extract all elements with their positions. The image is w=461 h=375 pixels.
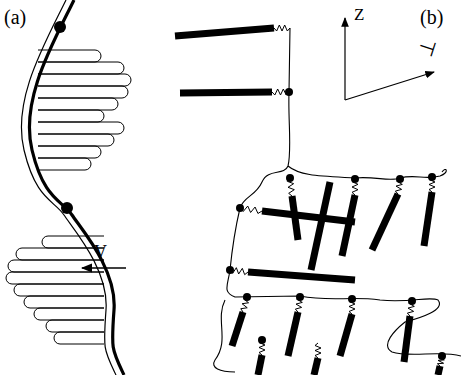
rod bbox=[404, 316, 410, 362]
anchor-dot bbox=[236, 204, 244, 212]
rod bbox=[372, 194, 398, 250]
rod-springs bbox=[175, 25, 446, 375]
rod bbox=[340, 314, 352, 356]
anchor-dot bbox=[396, 175, 404, 183]
anchor-dot bbox=[408, 297, 416, 305]
panel-label: (a) bbox=[4, 7, 26, 27]
rod bbox=[248, 272, 355, 280]
velocity-arrow bbox=[82, 267, 126, 268]
anchor-dot bbox=[428, 173, 436, 181]
rod bbox=[438, 366, 440, 375]
rod bbox=[232, 312, 243, 346]
rod bbox=[424, 192, 432, 246]
rod bbox=[288, 312, 298, 356]
anchor-dot bbox=[296, 293, 304, 301]
anchor-dot bbox=[226, 266, 234, 274]
rod bbox=[311, 182, 330, 270]
anchor-dot bbox=[286, 174, 294, 182]
axes bbox=[345, 18, 434, 100]
anchor-dot bbox=[243, 293, 251, 301]
axis-label: Z bbox=[354, 6, 364, 23]
anchor-dot bbox=[351, 175, 359, 183]
anchor-dot bbox=[438, 352, 446, 360]
rod bbox=[175, 28, 274, 36]
spring bbox=[315, 343, 321, 358]
anchor-dot bbox=[258, 336, 266, 344]
chain-lines bbox=[214, 28, 461, 372]
anchor-dot bbox=[285, 88, 293, 96]
rod bbox=[342, 195, 355, 256]
velocity-label: V bbox=[94, 243, 107, 261]
rod bbox=[262, 211, 355, 222]
chain-fold bbox=[6, 236, 104, 344]
spring bbox=[274, 25, 290, 31]
chain-fold bbox=[38, 50, 131, 170]
axis-label: ⊥ bbox=[414, 37, 438, 59]
folded-chains bbox=[6, 50, 131, 344]
anchor-dot bbox=[348, 295, 356, 303]
rod bbox=[180, 92, 272, 93]
panel-label: (b) bbox=[420, 7, 443, 27]
rod bbox=[314, 358, 318, 375]
rod bbox=[258, 355, 262, 375]
